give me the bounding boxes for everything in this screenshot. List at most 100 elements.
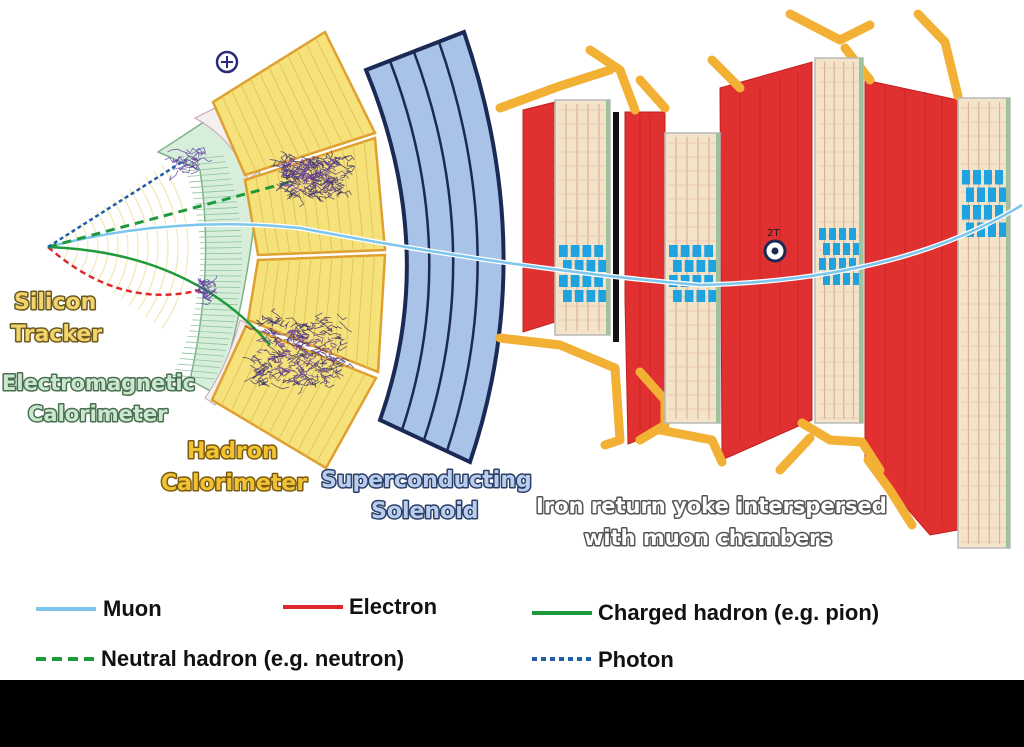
chamber-hit bbox=[559, 245, 568, 257]
hcal-layer bbox=[297, 364, 344, 452]
chamber-edge bbox=[1006, 98, 1010, 548]
chamber-hit bbox=[582, 275, 592, 287]
charged-hadron-track bbox=[47, 245, 271, 346]
ecal-crystal bbox=[177, 363, 220, 368]
ecal-crystal bbox=[190, 324, 233, 328]
ecal-crystal bbox=[185, 341, 228, 346]
ecal-crystal bbox=[193, 195, 236, 199]
tracker-layer bbox=[112, 200, 129, 294]
chamber-hit bbox=[988, 222, 996, 237]
ecal-crystal bbox=[183, 161, 226, 166]
ecal-crystal bbox=[192, 189, 235, 194]
muon-chamber bbox=[957, 97, 1011, 549]
hcal-layer bbox=[277, 60, 322, 151]
ecal-crystal bbox=[189, 330, 232, 334]
ecal-crystal bbox=[172, 374, 215, 380]
ecal-crystal bbox=[198, 280, 241, 283]
legend-electron-label: Electron bbox=[349, 594, 437, 619]
ecal-crystal bbox=[194, 308, 237, 311]
tracker-layer bbox=[161, 165, 189, 329]
hcal-layer bbox=[290, 258, 301, 338]
hcal-layer bbox=[366, 255, 375, 368]
chamber-hit bbox=[984, 170, 992, 185]
solenoid-label: Superconducting bbox=[321, 468, 532, 493]
hcal-layer bbox=[259, 72, 300, 158]
chamber-hit bbox=[843, 273, 850, 285]
chamber-hit bbox=[853, 243, 860, 255]
chamber-hit bbox=[680, 275, 690, 287]
hcal-layer bbox=[230, 334, 269, 412]
hcal-layer bbox=[355, 255, 365, 364]
tracker-layer bbox=[145, 176, 169, 318]
legend: Muon Electron Charged hadron (e.g. pion)… bbox=[36, 594, 879, 672]
tracker-layer bbox=[120, 194, 139, 300]
ecal-crystal bbox=[198, 286, 241, 288]
yoke-label: Iron return yoke interspersed bbox=[536, 494, 887, 518]
particle-shower bbox=[254, 327, 344, 384]
hcal-layer bbox=[345, 256, 354, 360]
hcal-layer bbox=[240, 84, 278, 165]
chamber-divider bbox=[613, 112, 619, 342]
solenoid-label: Solenoid bbox=[371, 499, 479, 524]
hcal-layer bbox=[298, 162, 312, 253]
hcal-layer bbox=[323, 257, 333, 351]
ecal-crystal bbox=[185, 167, 228, 172]
chamber-hit bbox=[598, 260, 607, 272]
ecal-crystal bbox=[181, 352, 225, 357]
chamber-hit bbox=[849, 228, 856, 240]
chamber-hit bbox=[999, 187, 1007, 202]
hcal-layer bbox=[306, 369, 355, 457]
ecal-label: Electromagnetic bbox=[2, 371, 195, 395]
hcal-layer bbox=[342, 148, 354, 252]
chamber-hit bbox=[999, 222, 1007, 237]
chamber-hit bbox=[582, 245, 592, 257]
ecal-crystal bbox=[193, 313, 236, 317]
chamber-hit bbox=[839, 228, 846, 240]
chamber-hit bbox=[586, 260, 596, 272]
chamber-hit bbox=[704, 245, 713, 257]
chamber-hit bbox=[977, 187, 985, 202]
legend-neutral-hadron-label: Neutral hadron (e.g. neutron) bbox=[101, 646, 404, 671]
legend-muon-label: Muon bbox=[103, 596, 162, 621]
chamber-hit bbox=[594, 275, 603, 287]
chamber-hit bbox=[984, 205, 992, 220]
chamber-hit bbox=[962, 205, 970, 220]
tracker-layer bbox=[153, 171, 179, 323]
superconducting-solenoid bbox=[363, 29, 506, 465]
chamber-hit bbox=[839, 258, 846, 270]
hcal-layer bbox=[287, 55, 333, 148]
chamber-hit bbox=[988, 187, 996, 202]
chamber-hit bbox=[598, 290, 607, 302]
tracker-layer bbox=[88, 217, 99, 277]
photon-track bbox=[47, 158, 186, 249]
chamber-hit bbox=[559, 275, 568, 287]
hcal-layer bbox=[221, 95, 257, 172]
chamber-edge bbox=[716, 133, 720, 423]
chamber-hit bbox=[563, 290, 572, 302]
chamber-hit bbox=[966, 187, 974, 202]
hcal-layer bbox=[278, 356, 323, 440]
chamber-hit bbox=[829, 258, 836, 270]
ecal-crystal bbox=[179, 358, 222, 363]
ecal-crystal bbox=[199, 241, 242, 244]
chamber-hit bbox=[708, 260, 717, 272]
tracker-layer bbox=[71, 229, 79, 265]
hcal-layer bbox=[316, 373, 366, 463]
hcal-layer bbox=[301, 257, 312, 342]
chamber-hit bbox=[973, 205, 981, 220]
hcal-layer bbox=[231, 90, 268, 169]
chamber-hit bbox=[849, 258, 856, 270]
ecal-crystal bbox=[175, 369, 218, 374]
chamber-hit bbox=[962, 170, 970, 185]
hcal-layer bbox=[221, 330, 258, 406]
chamber-hit bbox=[853, 273, 860, 285]
chamber-hit bbox=[563, 260, 572, 272]
chamber-hit bbox=[570, 275, 580, 287]
chamber-hit bbox=[696, 260, 706, 272]
neutral-hadron-track bbox=[47, 180, 291, 249]
ecal-crystal bbox=[187, 336, 230, 340]
chamber-hit bbox=[823, 243, 830, 255]
hcal-layer bbox=[287, 360, 334, 446]
ecal-crystal bbox=[187, 172, 230, 177]
particle-tracks bbox=[47, 158, 1024, 346]
